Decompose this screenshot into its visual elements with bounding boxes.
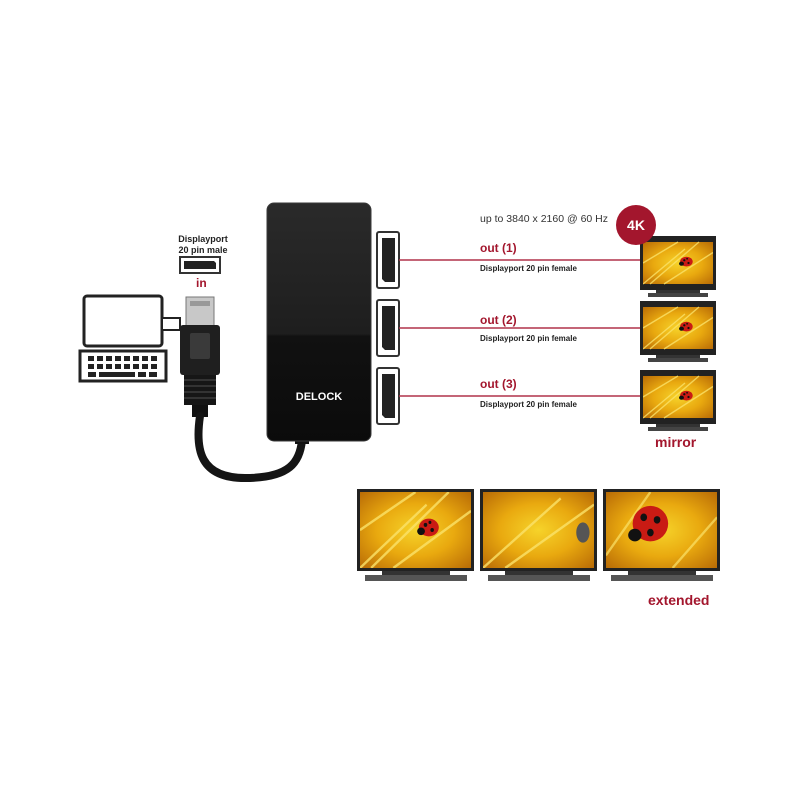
displayport-plug-icon [180, 296, 309, 483]
input-port-title: Displayport 20 pin male [178, 234, 228, 255]
monitor-icon [480, 489, 597, 581]
output-1-sub: Displayport 20 pin female [480, 264, 577, 273]
hub-device [266, 202, 372, 442]
extended-label: extended [648, 592, 710, 608]
output-2-label: out (2) [480, 313, 517, 327]
output-2-sub: Displayport 20 pin female [480, 334, 577, 343]
mirror-label: mirror [655, 434, 697, 450]
monitor-icon [603, 489, 720, 581]
monitor-icon [640, 370, 716, 431]
4k-badge: 4K [616, 205, 656, 245]
brand-logo: DELOCK [296, 391, 343, 403]
input-label: in [196, 276, 207, 290]
monitor-icon [640, 236, 716, 297]
output-port-3 [376, 367, 400, 425]
monitor-icon [357, 489, 474, 581]
output-3-sub: Displayport 20 pin female [480, 400, 577, 409]
connection-lines [399, 259, 640, 397]
resolution-spec: up to 3840 x 2160 @ 60 Hz [480, 213, 608, 225]
output-port-2 [376, 299, 400, 357]
output-port-1 [376, 231, 400, 289]
monitor-icon [640, 301, 716, 362]
displayport-port-icon [179, 256, 221, 274]
laptop-icon [78, 294, 181, 383]
output-3-label: out (3) [480, 377, 517, 391]
output-1-label: out (1) [480, 241, 517, 255]
